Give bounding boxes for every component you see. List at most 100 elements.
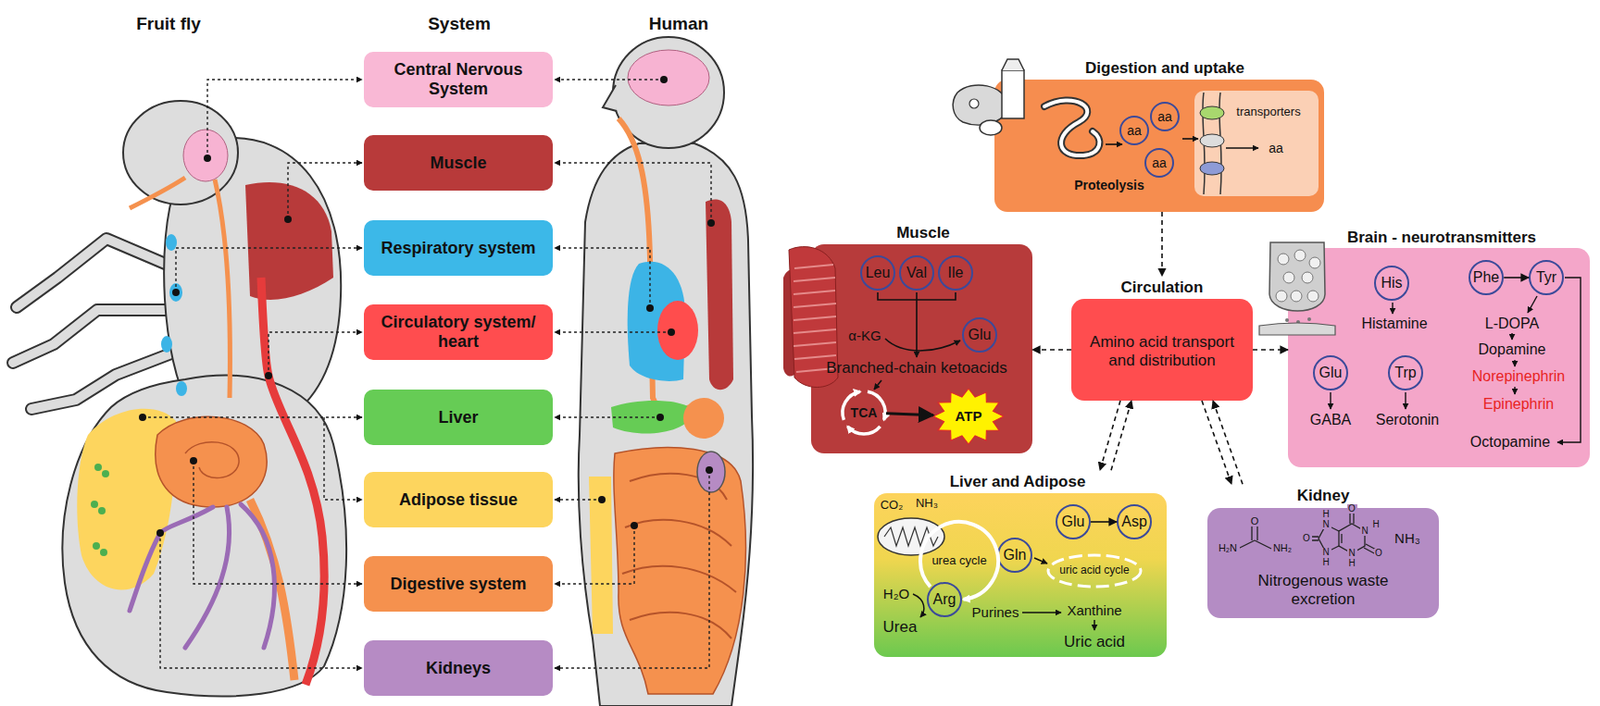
panel-heading: Brain - neurotransmitters: [1347, 228, 1538, 248]
text-anchor: aa: [1157, 109, 1174, 125]
transport-arrow: [1032, 349, 1072, 351]
muscle-fiber: [783, 247, 838, 388]
protein-ribbon: [1044, 100, 1100, 156]
panel-text: Branched-chain ketoacids: [825, 359, 1009, 378]
box-label: Circulatory system/ heart: [370, 312, 547, 351]
system-box: Circulatory system/ heart: [363, 304, 553, 361]
gut-cell: [1200, 162, 1225, 175]
fruit-fly-drawing: [155, 416, 267, 508]
muscle-fiber: [793, 264, 837, 373]
atom-symbol: H: [1371, 520, 1382, 530]
text-anchor: Amino acid transport and distribution: [1078, 333, 1247, 370]
text-anchor: H: [1347, 559, 1358, 569]
panel-text: Uric acid: [1063, 633, 1127, 652]
panel-box: Liver and AdiposeCO₂NH₃urea cycleH₂OUrea…: [874, 493, 1167, 658]
pathway-arrow: [874, 380, 882, 390]
fruit-fly-drawing: [16, 238, 176, 308]
panel-box: Muscleα-KGBranched-chain ketoacidsLeuVal…: [811, 244, 1033, 454]
text-anchor: Kidney: [1297, 487, 1351, 506]
organ-dot: [705, 466, 713, 475]
leader-line: [193, 461, 363, 585]
text-anchor: H: [1321, 558, 1332, 568]
text-anchor: Tyr: [1536, 269, 1559, 287]
food-icon: [952, 85, 1008, 125]
text-anchor: urea cycle: [931, 554, 988, 569]
human-drawing: [627, 50, 710, 106]
text-anchor: Muscle: [370, 153, 548, 174]
fruit-fly-drawing: [185, 507, 230, 649]
text-anchor: Digestive system: [370, 575, 548, 595]
star-shape: [933, 388, 1004, 445]
fruit-fly-drawing: [12, 310, 172, 363]
uric-acid-cycle-ring: [1048, 555, 1141, 588]
text-anchor: Branched-chain ketoacids: [825, 359, 1009, 378]
pathway-arrow: [885, 338, 961, 351]
urea-cycle-ring: [920, 522, 999, 600]
fruit-fly-drawing: [123, 100, 238, 205]
mitochondrion: [877, 518, 945, 556]
text-anchor: aa: [1151, 155, 1168, 171]
synapse-drawing: [1290, 290, 1302, 302]
system-box: Adipose tissue: [363, 472, 553, 528]
human-drawing: [578, 143, 753, 706]
fruit-fly-drawing: [129, 177, 186, 209]
panel-text: NH₃: [1394, 530, 1422, 547]
text-anchor: Asp: [1121, 513, 1149, 531]
human-drawing: [697, 451, 725, 493]
organ-dot: [172, 288, 180, 297]
organ-dot: [630, 522, 638, 530]
panel-text: Xanthine: [1066, 602, 1124, 619]
text-anchor: Kidneys: [370, 659, 548, 679]
mitochondrion: [877, 518, 945, 556]
atom-symbol: O: [1250, 516, 1262, 527]
flow-arrow: [1105, 143, 1123, 146]
shape-label: aa: [1151, 155, 1168, 171]
text-anchor: Glu: [1062, 513, 1087, 531]
atom-symbol: O: [1374, 549, 1385, 559]
atom-symbol: N: [1360, 526, 1371, 537]
panel-box: CirculationAmino acid transport and dist…: [1071, 299, 1253, 401]
text-anchor: H: [1321, 510, 1332, 520]
food-icon: [979, 120, 1002, 136]
box-label: Kidneys: [370, 659, 547, 679]
pathway-arrow: [1022, 612, 1062, 614]
atp-star: ATP: [933, 388, 1004, 445]
organ-dot: [598, 496, 606, 504]
leader-line: [268, 332, 363, 376]
tca-cycle-ring: [867, 391, 886, 421]
atom-symbol: N: [1347, 549, 1358, 559]
panel-text: GABA: [1310, 412, 1353, 429]
text-anchor: Histamine: [1361, 315, 1429, 333]
panel-text: urea cycle: [931, 554, 988, 569]
text-anchor: Liver and Adipose: [950, 473, 1088, 492]
leader-line: [554, 78, 664, 80]
text-anchor: Purines: [972, 604, 1021, 621]
leader-line: [554, 162, 712, 224]
synapse-drawing: [1285, 318, 1289, 323]
text-anchor: N: [1321, 520, 1332, 530]
panel-text: Proteolysis: [1074, 177, 1146, 193]
text-anchor: His: [1380, 275, 1404, 292]
amino-acid-circle: Phe: [1468, 260, 1504, 296]
shape-label: TCA: [850, 405, 879, 421]
shape-label: Leu: [865, 264, 892, 282]
synapse-drawing: [1277, 253, 1289, 265]
shape-label: Glu: [1062, 513, 1087, 531]
amino-acid-circle: Tyr: [1528, 260, 1564, 296]
flow-arrow: [1182, 137, 1199, 140]
leader-line: [175, 248, 363, 293]
panel-text: uric acid cycle: [1059, 564, 1131, 578]
flow-arrow: [1105, 138, 1259, 149]
text-anchor: Circulatory system/ heart: [370, 312, 548, 351]
text-anchor: Proteolysis: [1074, 177, 1146, 193]
tca-cycle-ring: [847, 426, 880, 435]
shape-label: Phe: [1473, 269, 1501, 287]
pathway-arrow: [1557, 277, 1581, 443]
organ-dot: [203, 154, 212, 163]
human-drawing: [705, 200, 734, 391]
amino-acid-circle: Val: [899, 255, 935, 291]
shape-label: Val: [906, 264, 928, 282]
atom-symbol: O: [1347, 504, 1358, 514]
shape-label: Tyr: [1536, 269, 1559, 287]
organ-dot: [284, 215, 292, 224]
